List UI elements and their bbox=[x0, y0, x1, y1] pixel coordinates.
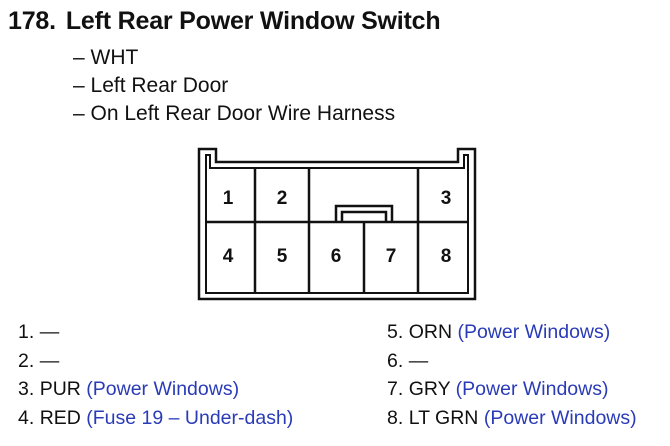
wire-color: — bbox=[408, 349, 429, 372]
connector-housing-inner bbox=[205, 154, 469, 294]
connector-housing-outer bbox=[197, 147, 477, 301]
wire-color: — bbox=[39, 349, 60, 372]
circuit-description: (Power Windows) bbox=[457, 321, 611, 343]
wire-color: — bbox=[39, 321, 60, 343]
connector-harness: – On Left Rear Door Wire Harness bbox=[73, 102, 396, 125]
pinout-row: 4. RED (Fuse 19 – Under-dash) bbox=[18, 404, 293, 433]
pin-number: 8. bbox=[387, 406, 404, 429]
connector-lock-tab bbox=[334, 204, 394, 222]
pin-number: 4. bbox=[18, 406, 35, 429]
cavity-label-1: 1 bbox=[223, 188, 234, 209]
pinout-row: 6. — bbox=[387, 347, 637, 376]
pinout-row: 8. LT GRN (Power Windows) bbox=[387, 404, 637, 433]
cavity-label-7: 7 bbox=[386, 246, 397, 267]
pinout-row: 3. PUR (Power Windows) bbox=[18, 375, 293, 404]
cavity-label-6: 6 bbox=[331, 246, 342, 267]
connector-location: – Left Rear Door bbox=[73, 74, 229, 97]
pinout-row: 1. — bbox=[18, 318, 293, 347]
circuit-description: (Power Windows) bbox=[86, 378, 240, 400]
wire-color: PUR bbox=[39, 378, 81, 400]
wire-color: GRY bbox=[408, 378, 451, 400]
component-details: – WHT – Left Rear Door – On Left Rear Do… bbox=[73, 44, 395, 128]
cavity-label-8: 8 bbox=[441, 246, 452, 267]
cavity-label-4: 4 bbox=[223, 246, 234, 267]
pinout-row: 5. ORN (Power Windows) bbox=[387, 318, 637, 347]
cavity-grid bbox=[206, 168, 468, 293]
circuit-description: (Power Windows) bbox=[455, 378, 609, 400]
component-number: 178. bbox=[8, 7, 56, 35]
connector-color: – WHT bbox=[73, 46, 139, 69]
pin-number: 3. bbox=[18, 378, 35, 400]
pin-number: 1. bbox=[18, 321, 35, 343]
wire-color: RED bbox=[39, 406, 81, 429]
component-heading: 178. Left Rear Power Window Switch bbox=[8, 7, 441, 36]
cavity-label-3: 3 bbox=[441, 188, 452, 209]
cavity-label-5: 5 bbox=[277, 246, 288, 267]
circuit-description: (Fuse 19 – Under-dash) bbox=[86, 406, 294, 429]
cavity-label-2: 2 bbox=[277, 188, 288, 209]
pinout-list-left: 1. — 2. — 3. PUR (Power Windows) 4. RED … bbox=[18, 318, 293, 432]
pinout-list-right: 5. ORN (Power Windows) 6. — 7. GRY (Powe… bbox=[387, 318, 637, 432]
pinout-row: 7. GRY (Power Windows) bbox=[387, 375, 637, 404]
pin-number: 7. bbox=[387, 378, 404, 400]
wire-color: ORN bbox=[408, 321, 453, 343]
component-title: Left Rear Power Window Switch bbox=[65, 7, 441, 35]
pinout-row: 2. — bbox=[18, 347, 293, 376]
wire-color: LT GRN bbox=[408, 406, 479, 429]
pin-number: 5. bbox=[387, 321, 404, 343]
pin-number: 2. bbox=[18, 349, 35, 372]
circuit-description: (Power Windows) bbox=[483, 406, 637, 429]
pin-number: 6. bbox=[387, 349, 404, 372]
